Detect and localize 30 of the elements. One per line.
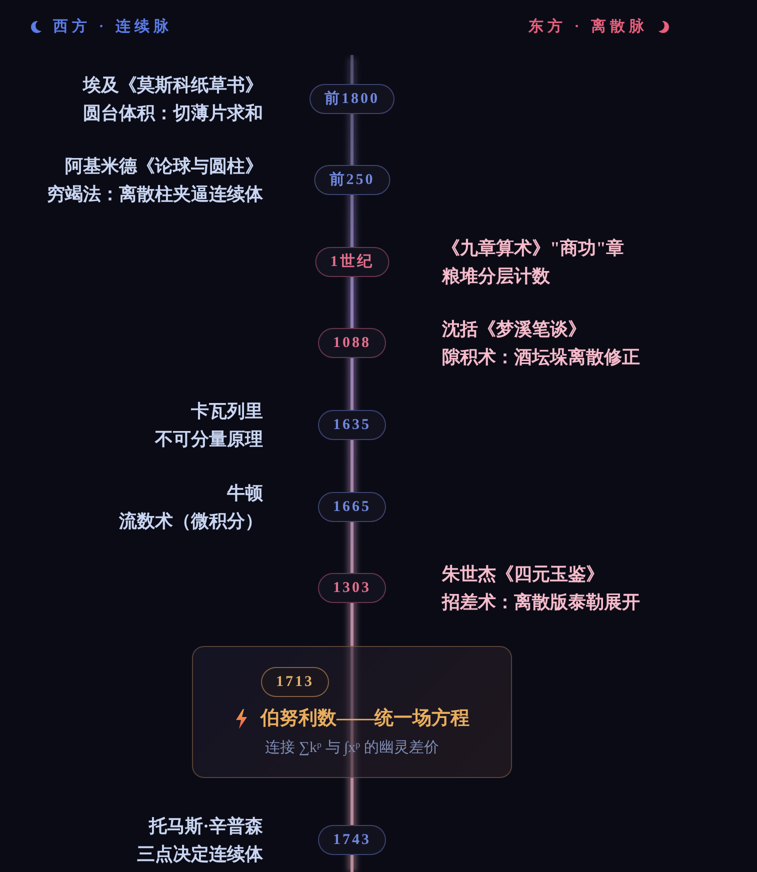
- year-pill: 1665: [318, 492, 386, 522]
- year-pill: 1088: [318, 328, 386, 358]
- year-pill: 1635: [318, 410, 386, 440]
- event-title: 阿基米德《论球与圆柱》: [65, 155, 263, 178]
- column-heading: 西方 · 连续脉: [53, 17, 173, 37]
- year-pill: 前250: [314, 165, 390, 195]
- event-title: 《九章算术》"商功"章: [442, 237, 624, 260]
- highlight-card: [192, 646, 512, 778]
- card-subtitle: 连接 ∑k$^{p}$ 与 ∫x$^{p}$ 的幽灵差价: [265, 738, 439, 758]
- event-title: 埃及《莫斯科纸草书》: [83, 74, 263, 97]
- event-description: 招差术：离散版泰勒展开: [442, 591, 640, 614]
- event-title: 牛顿: [227, 482, 263, 505]
- event-description: 粮堆分层计数: [442, 265, 550, 288]
- event-description: 流数术（微积分）: [119, 510, 263, 533]
- event-title: 朱世杰《四元玉鉴》: [442, 563, 604, 586]
- event-title: 卡瓦列里: [191, 400, 263, 423]
- column-heading: 东方 · 离散脉: [528, 17, 648, 37]
- event-description: 穷竭法：离散柱夹逼连续体: [47, 183, 263, 206]
- event-description: 圆台体积：切薄片求和: [83, 102, 263, 125]
- event-title: 沈括《梦溪笔谈》: [442, 318, 586, 341]
- event-description: 不可分量原理: [155, 428, 263, 451]
- event-description: 隙积术：酒坛垛离散修正: [442, 346, 640, 369]
- year-pill: 1世纪: [315, 247, 389, 277]
- card-title: 伯努利数——统一场方程: [260, 706, 470, 731]
- year-pill: 前1800: [310, 84, 394, 114]
- event-description: 三点决定连续体: [137, 843, 263, 866]
- year-pill: 1743: [318, 825, 386, 855]
- year-pill: 1303: [318, 573, 386, 603]
- year-pill: 1713: [261, 667, 329, 697]
- event-title: 托马斯·辛普森: [148, 815, 263, 838]
